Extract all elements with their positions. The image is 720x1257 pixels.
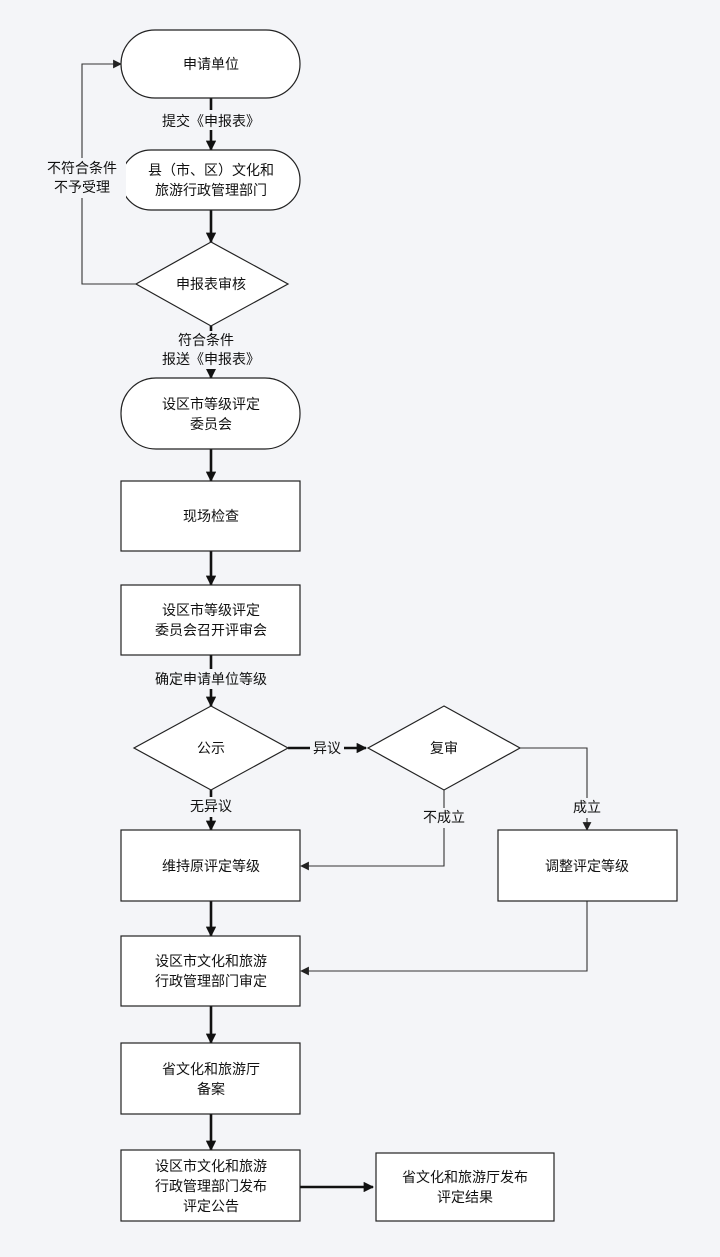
svg-text:设区市等级评定: 设区市等级评定 bbox=[162, 602, 260, 618]
svg-text:省文化和旅游厅: 省文化和旅游厅 bbox=[162, 1061, 260, 1077]
edges bbox=[81, 59, 592, 1193]
svg-text:设区市等级评定: 设区市等级评定 bbox=[162, 396, 260, 412]
node-apply-unit: 申请单位 bbox=[120, 29, 301, 99]
node-recheck: 复审 bbox=[366, 705, 522, 791]
node-province-record: 省文化和旅游厅 备案 bbox=[120, 1042, 301, 1115]
svg-text:申报表审核: 申报表审核 bbox=[176, 276, 246, 292]
label-submit: 提交《申报表》 bbox=[162, 113, 260, 129]
label-determine: 确定申请单位等级 bbox=[155, 671, 267, 687]
svg-text:委员会召开评审会: 委员会召开评审会 bbox=[155, 622, 267, 638]
svg-text:复审: 复审 bbox=[430, 740, 458, 756]
node-county-dept: 县（市、区）文化和 旅游行政管理部门 bbox=[120, 149, 301, 211]
svg-text:评定结果: 评定结果 bbox=[437, 1189, 493, 1205]
label-established: 成立 bbox=[573, 799, 601, 815]
svg-text:设区市文化和旅游: 设区市文化和旅游 bbox=[155, 953, 267, 969]
svg-text:评定公告: 评定公告 bbox=[183, 1198, 239, 1214]
label-no-objection: 无异议 bbox=[190, 798, 232, 814]
node-review: 申报表审核 bbox=[134, 241, 290, 327]
svg-text:省文化和旅游厅发布: 省文化和旅游厅发布 bbox=[402, 1169, 528, 1185]
svg-text:行政管理部门发布: 行政管理部门发布 bbox=[155, 1178, 267, 1194]
node-site-check: 现场检查 bbox=[120, 480, 301, 552]
node-city-announce: 设区市文化和旅游 行政管理部门发布 评定公告 bbox=[120, 1149, 301, 1222]
svg-text:设区市文化和旅游: 设区市文化和旅游 bbox=[155, 1158, 267, 1174]
label-qualified-line1: 符合条件 bbox=[178, 332, 234, 348]
node-city-approve: 设区市文化和旅游 行政管理部门审定 bbox=[120, 935, 301, 1007]
node-province-publish: 省文化和旅游厅发布 评定结果 bbox=[375, 1152, 555, 1222]
label-not-established: 不成立 bbox=[423, 809, 465, 825]
label-reject-line2: 不予受理 bbox=[54, 179, 110, 195]
label-reject-line1: 不符合条件 bbox=[47, 160, 117, 176]
svg-text:备案: 备案 bbox=[197, 1081, 225, 1097]
svg-text:旅游行政管理部门: 旅游行政管理部门 bbox=[155, 182, 267, 198]
label-qualified-line2: 报送《申报表》 bbox=[162, 351, 260, 367]
svg-text:县（市、区）文化和: 县（市、区）文化和 bbox=[148, 162, 274, 178]
edge-adjust-to-approve bbox=[300, 901, 588, 976]
node-keep-grade: 维持原评定等级 bbox=[120, 829, 301, 902]
edge-labels: 提交《申报表》 不符合条件 不予受理 符合条件 报送《申报表》 确定申请单位等级… bbox=[38, 110, 606, 828]
svg-text:调整评定等级: 调整评定等级 bbox=[545, 858, 629, 874]
node-city-committee: 设区市等级评定 委员会 bbox=[120, 377, 301, 450]
svg-text:申请单位: 申请单位 bbox=[183, 56, 239, 72]
svg-text:行政管理部门审定: 行政管理部门审定 bbox=[155, 973, 267, 989]
node-committee-meeting: 设区市等级评定 委员会召开评审会 bbox=[120, 584, 301, 656]
node-publicity: 公示 bbox=[132, 705, 290, 791]
svg-text:公示: 公示 bbox=[197, 740, 225, 756]
svg-text:委员会: 委员会 bbox=[190, 416, 232, 432]
label-objection: 异议 bbox=[313, 740, 341, 756]
svg-text:维持原评定等级: 维持原评定等级 bbox=[162, 858, 260, 874]
svg-text:现场检查: 现场检查 bbox=[183, 508, 239, 524]
node-adjust-grade: 调整评定等级 bbox=[497, 829, 678, 902]
